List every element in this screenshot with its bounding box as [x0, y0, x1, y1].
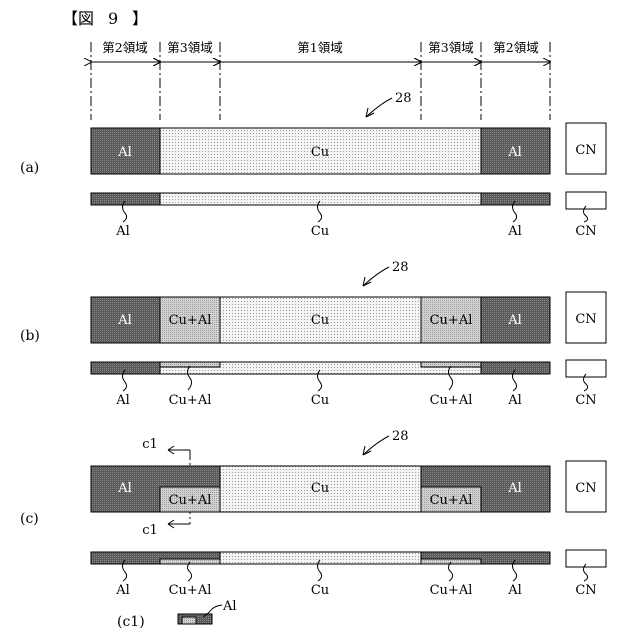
al-section-label-left: Al: [115, 224, 130, 239]
cu-al-layer-right: [421, 559, 481, 564]
reference-leader-arrow: [366, 98, 392, 117]
connector-label: CN: [575, 143, 596, 158]
al-label-left: Al: [117, 481, 132, 496]
region-label-third-left: 第3領域: [167, 40, 212, 55]
region-headers: 第2領域 第3領域 第1領域 第3領域 第2領域: [91, 40, 550, 120]
al-label-right: Al: [507, 145, 522, 160]
detail-cu-al-layer: [182, 617, 196, 624]
connector-section-label: CN: [575, 224, 596, 239]
al-section-left: [91, 362, 160, 374]
al-label-right: Al: [507, 481, 522, 496]
reference-leader-arrow: [363, 436, 389, 455]
connector-section-label: CN: [575, 583, 596, 598]
cu-al-label-right: Cu+Al: [430, 493, 473, 508]
figure-number: 9: [108, 9, 118, 28]
section-detail-caption: (c1): [117, 614, 145, 630]
al-section-label-right: Al: [507, 393, 522, 408]
cu-al-layer-left: [160, 559, 220, 564]
region-label-third-right: 第3領域: [428, 40, 473, 55]
figure-title-open: 【図: [62, 9, 94, 28]
cu-section: [160, 193, 481, 205]
section-marker-top: c1: [142, 437, 158, 452]
al-section-label-left: Al: [115, 583, 130, 598]
cu-al-label-left: Cu+Al: [169, 313, 212, 328]
row-b: (b) 28 Al Cu+Al Cu Cu+Al Al CN Al: [20, 260, 606, 408]
cu-section-label: Cu: [311, 583, 329, 598]
figure-title: 【図 9 】: [62, 9, 148, 28]
al-label-right: Al: [507, 313, 522, 328]
row-c-caption: (c): [20, 511, 39, 527]
cu-al-section-label-right: Cu+Al: [430, 583, 473, 598]
reference-number-28: 28: [392, 260, 409, 275]
cu-al-section-label-left: Cu+Al: [169, 393, 212, 408]
cu-al-label-left: Cu+Al: [169, 493, 212, 508]
detail-al-label: Al: [222, 599, 237, 614]
row-c: (c) 28 c1 c1 Al Cu+Al Cu Cu+Al Al CN: [20, 429, 606, 630]
region-label-second-left: 第2領域: [102, 40, 147, 55]
region-label-second-right: 第2領域: [493, 40, 538, 55]
cu-label: Cu: [311, 481, 329, 496]
al-section-right: [481, 362, 550, 374]
cu-label: Cu: [311, 145, 329, 160]
cu-label: Cu: [311, 313, 329, 328]
cu-section-label: Cu: [311, 224, 329, 239]
section-marker-bottom: c1: [142, 523, 158, 538]
row-a-caption: (a): [20, 160, 39, 176]
row-b-caption: (b): [20, 328, 40, 344]
cu-section-label: Cu: [311, 393, 329, 408]
cu-al-section-label-left: Cu+Al: [169, 583, 212, 598]
cu-al-label-right: Cu+Al: [430, 313, 473, 328]
al-section-label-left: Al: [115, 393, 130, 408]
figure-title-close: 】: [132, 9, 148, 28]
row-a: (a) 28 Al Cu Al CN Al Cu Al CN: [20, 91, 606, 239]
section-detail-c1: (c1) Al: [117, 599, 237, 630]
al-section-left: [91, 193, 160, 205]
cu-section: [220, 552, 421, 564]
al-label-left: Al: [117, 145, 132, 160]
connector-label: CN: [575, 481, 596, 496]
cu-al-section-label-right: Cu+Al: [430, 393, 473, 408]
reference-number-28: 28: [392, 429, 409, 444]
reference-leader-arrow: [363, 267, 389, 286]
reference-number-28: 28: [395, 91, 412, 106]
connector-label: CN: [575, 312, 596, 327]
al-label-left: Al: [117, 313, 132, 328]
al-section-right: [481, 193, 550, 205]
region-label-first: 第1領域: [297, 40, 342, 55]
al-section-label-right: Al: [507, 583, 522, 598]
connector-section-label: CN: [575, 393, 596, 408]
al-section-label-right: Al: [507, 224, 522, 239]
